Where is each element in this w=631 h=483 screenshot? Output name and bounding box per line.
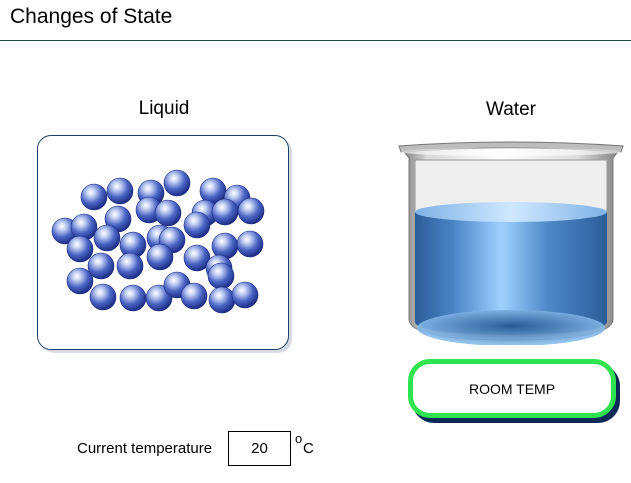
molecule-particle [93, 224, 121, 252]
beaker-icon [398, 141, 624, 345]
molecule-particle [66, 267, 94, 295]
room-temp-button[interactable]: ROOM TEMP [408, 359, 616, 418]
molecule-particle [208, 286, 236, 314]
molecule-particle [183, 211, 211, 239]
molecule-particle [70, 213, 98, 241]
molecule-particle [180, 282, 208, 310]
degree-symbol: o [295, 431, 303, 446]
molecule-particle [231, 281, 259, 309]
beaker-view-label: Water [486, 99, 536, 120]
molecule-particle [119, 284, 147, 312]
molecule-particle [80, 183, 108, 211]
molecule-particle [66, 235, 94, 263]
molecule-particle [183, 244, 211, 272]
molecule-particle [237, 197, 265, 225]
molecule-particle [87, 252, 115, 280]
molecule-panel [37, 135, 291, 352]
molecule-particle [163, 169, 191, 197]
molecule-particle [106, 177, 134, 205]
molecule-particle [89, 283, 117, 311]
molecule-particle [116, 252, 144, 280]
page-title: Changes of State [10, 5, 173, 28]
molecule-particle [146, 243, 174, 271]
molecule-cluster [51, 169, 265, 314]
molecule-particle [207, 262, 235, 290]
temperature-unit: C [303, 440, 314, 457]
molecule-particle [211, 198, 239, 226]
temperature-value-field[interactable]: 20 [228, 431, 291, 466]
molecule-view-label: Liquid [138, 98, 190, 119]
molecule-particle [154, 199, 182, 227]
temperature-label: Current temperature [77, 440, 213, 457]
title-divider [0, 40, 631, 41]
molecule-particle [236, 230, 264, 258]
